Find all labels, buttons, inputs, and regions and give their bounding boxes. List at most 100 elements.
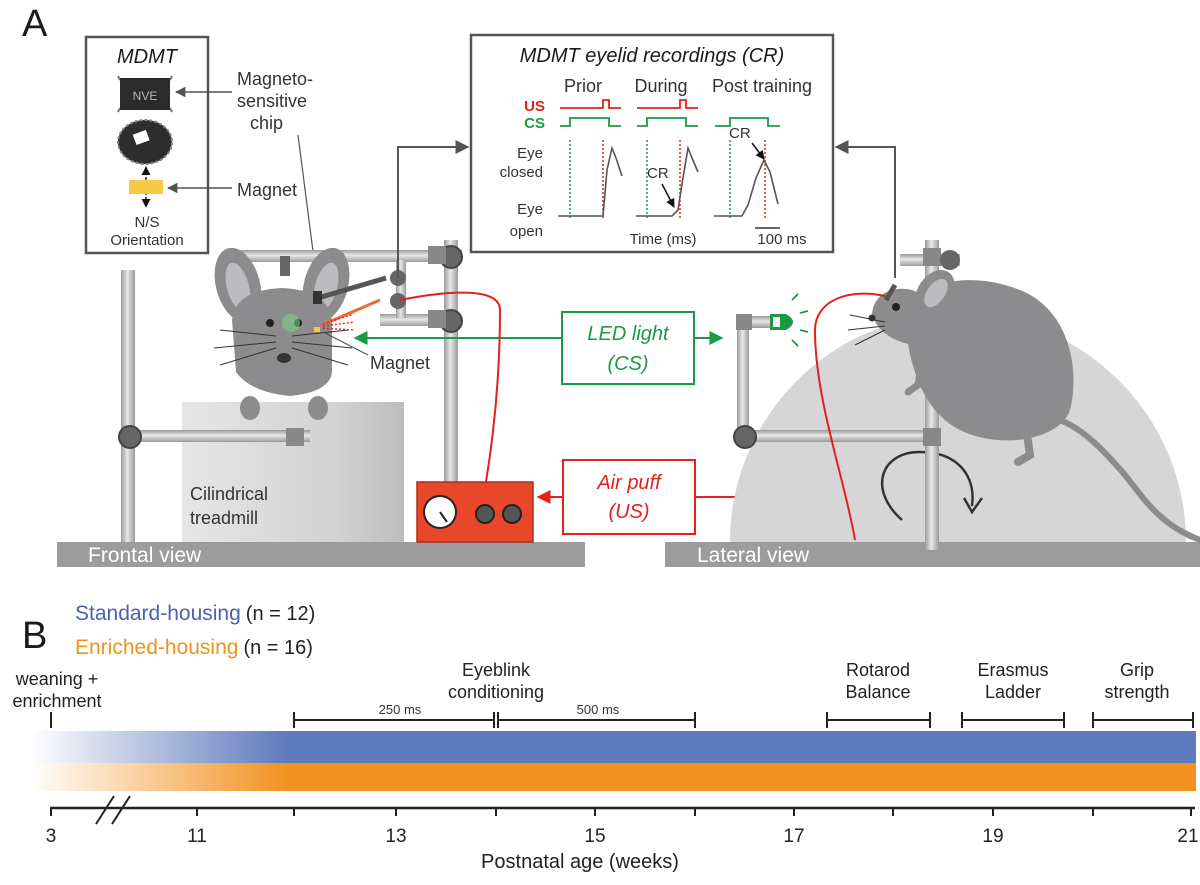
rotation-arrowhead [962, 497, 984, 515]
panel-b-label: B [22, 615, 47, 657]
frontal-ground-bar [57, 542, 585, 567]
recordings-title: MDMT eyelid recordings (CR) [520, 45, 785, 67]
lateral-signal-arrow [834, 140, 896, 278]
recordings-box: MDMT eyelid recordings (CR) Prior During… [469, 33, 835, 254]
weaning-label-2: enrichment [12, 691, 101, 711]
eye-open-label-1: Eye [517, 201, 543, 218]
cs-trace-prior [560, 117, 621, 127]
treadmill-label-1: Cilindrical [190, 484, 268, 504]
air-label-1: Air puff [596, 472, 663, 494]
rotarod-label-2: Balance [845, 682, 910, 702]
lateral-mouse [847, 270, 1200, 543]
rotarod-label-1: Rotarod [846, 660, 910, 680]
axis-title: Postnatal age (weeks) [481, 851, 679, 873]
led-label-1: LED light [587, 323, 670, 345]
frontal-air-stream [322, 313, 355, 331]
axis-ticks [50, 808, 1192, 816]
us-trace-prior [560, 99, 621, 109]
grip-label-1: Grip [1120, 660, 1154, 680]
tick-label-13: 13 [385, 826, 406, 847]
magneto-label-3: chip [250, 113, 283, 133]
erasmus-label-1: Erasmus [977, 660, 1048, 680]
tick-label-19: 19 [982, 826, 1003, 847]
lateral-air-tube [813, 292, 886, 541]
eyeblink-500-label: 500 ms [577, 702, 620, 717]
col-post-label: Post training [712, 76, 812, 96]
eyelid-trace-prior [558, 145, 623, 217]
air-label-2: (US) [608, 501, 649, 523]
legend-enriched-name: Enriched-housing [75, 636, 238, 659]
col-prior-label: Prior [564, 76, 602, 96]
frontal-treadmill [182, 402, 404, 542]
frontal-view-label: Frontal view [88, 544, 202, 567]
weaning-label-1: weaning + [15, 669, 99, 689]
axis-break-1 [95, 795, 115, 825]
frontal-sensor-arm [317, 275, 387, 301]
eyeblink-500-bracket [497, 712, 696, 728]
erasmus-bracket [961, 712, 1065, 728]
eyelid-trace-post [714, 158, 779, 217]
eye-closed-label-2: closed [500, 164, 543, 181]
lateral-sensor-arm [883, 283, 898, 302]
tick-label-3: 3 [46, 826, 57, 847]
rotation-arrow [880, 450, 974, 521]
led-label-2: (CS) [607, 353, 648, 375]
grip-label-2: strength [1104, 682, 1169, 702]
tick-label-15: 15 [584, 826, 605, 847]
standard-housing-bar [30, 731, 1196, 763]
cr-arrow-during [661, 183, 675, 208]
row-us-label: US [524, 98, 545, 115]
magnet-frontal-label: Magnet [370, 353, 430, 373]
magnet-frontal-pointer [324, 332, 369, 356]
lateral-view-label: Lateral view [697, 544, 810, 567]
led-box [561, 311, 695, 385]
us-trace-during [637, 99, 698, 109]
legend-enriched: Enriched-housing(n = 16) [75, 636, 313, 659]
rotarod-bracket [826, 712, 931, 728]
erasmus-label-2: Ladder [985, 682, 1041, 702]
legend-standard-name: Standard-housing [75, 602, 241, 625]
eyeblink-250-label: 250 ms [379, 702, 422, 717]
air-puff-device [416, 481, 534, 543]
tick-label-21: 21 [1177, 826, 1198, 847]
tick-label-17: 17 [783, 826, 804, 847]
magneto-label-1: Magneto- [237, 69, 313, 89]
magneto-label-2: sensitive [237, 91, 307, 111]
row-cs-label: CS [524, 115, 545, 132]
magnet-label: Magnet [237, 180, 297, 200]
eyeblink-250-bracket [293, 712, 495, 728]
cr-label-during: CR [647, 165, 669, 182]
chip-text: NVE [133, 89, 158, 103]
frontal-frame [118, 240, 463, 542]
frontal-mouse [213, 247, 353, 420]
eyelid-trace-during [636, 145, 699, 217]
cs-trace-during [637, 117, 698, 127]
frontal-signal-arrow [397, 140, 470, 278]
col-during-label: During [634, 76, 687, 96]
eyeblink-label-2: conditioning [448, 682, 544, 702]
scale-bar-label: 100 ms [757, 231, 806, 248]
grip-bracket [1092, 712, 1194, 728]
time-axis-label: Time (ms) [630, 231, 697, 248]
legend-enriched-n: (n = 16) [243, 637, 312, 659]
cr-label-post: CR [729, 125, 751, 142]
frontal-air-tube [399, 291, 502, 483]
led-lamp-icon [770, 293, 809, 347]
axis-break-2 [111, 795, 131, 825]
treadmill-label-2: treadmill [190, 508, 258, 528]
magnet-icon [129, 180, 163, 194]
eyeblink-label-1: Eyeblink [462, 660, 531, 680]
circuit-board-icon [117, 119, 173, 165]
panel-a-label: A [22, 3, 48, 45]
enriched-housing-bar [30, 763, 1196, 791]
eye-closed-label-1: Eye [517, 145, 543, 162]
eye-open-label-2: open [510, 223, 543, 240]
mdmt-box: MDMT NVE N/S Orientation [84, 35, 210, 255]
orientation-label-1: N/S [134, 214, 159, 231]
legend-standard: Standard-housing(n = 12) [75, 602, 315, 625]
tick-label-11: 11 [187, 826, 207, 847]
chip-icon: NVE [117, 75, 173, 113]
orientation-label-2: Orientation [110, 232, 183, 249]
